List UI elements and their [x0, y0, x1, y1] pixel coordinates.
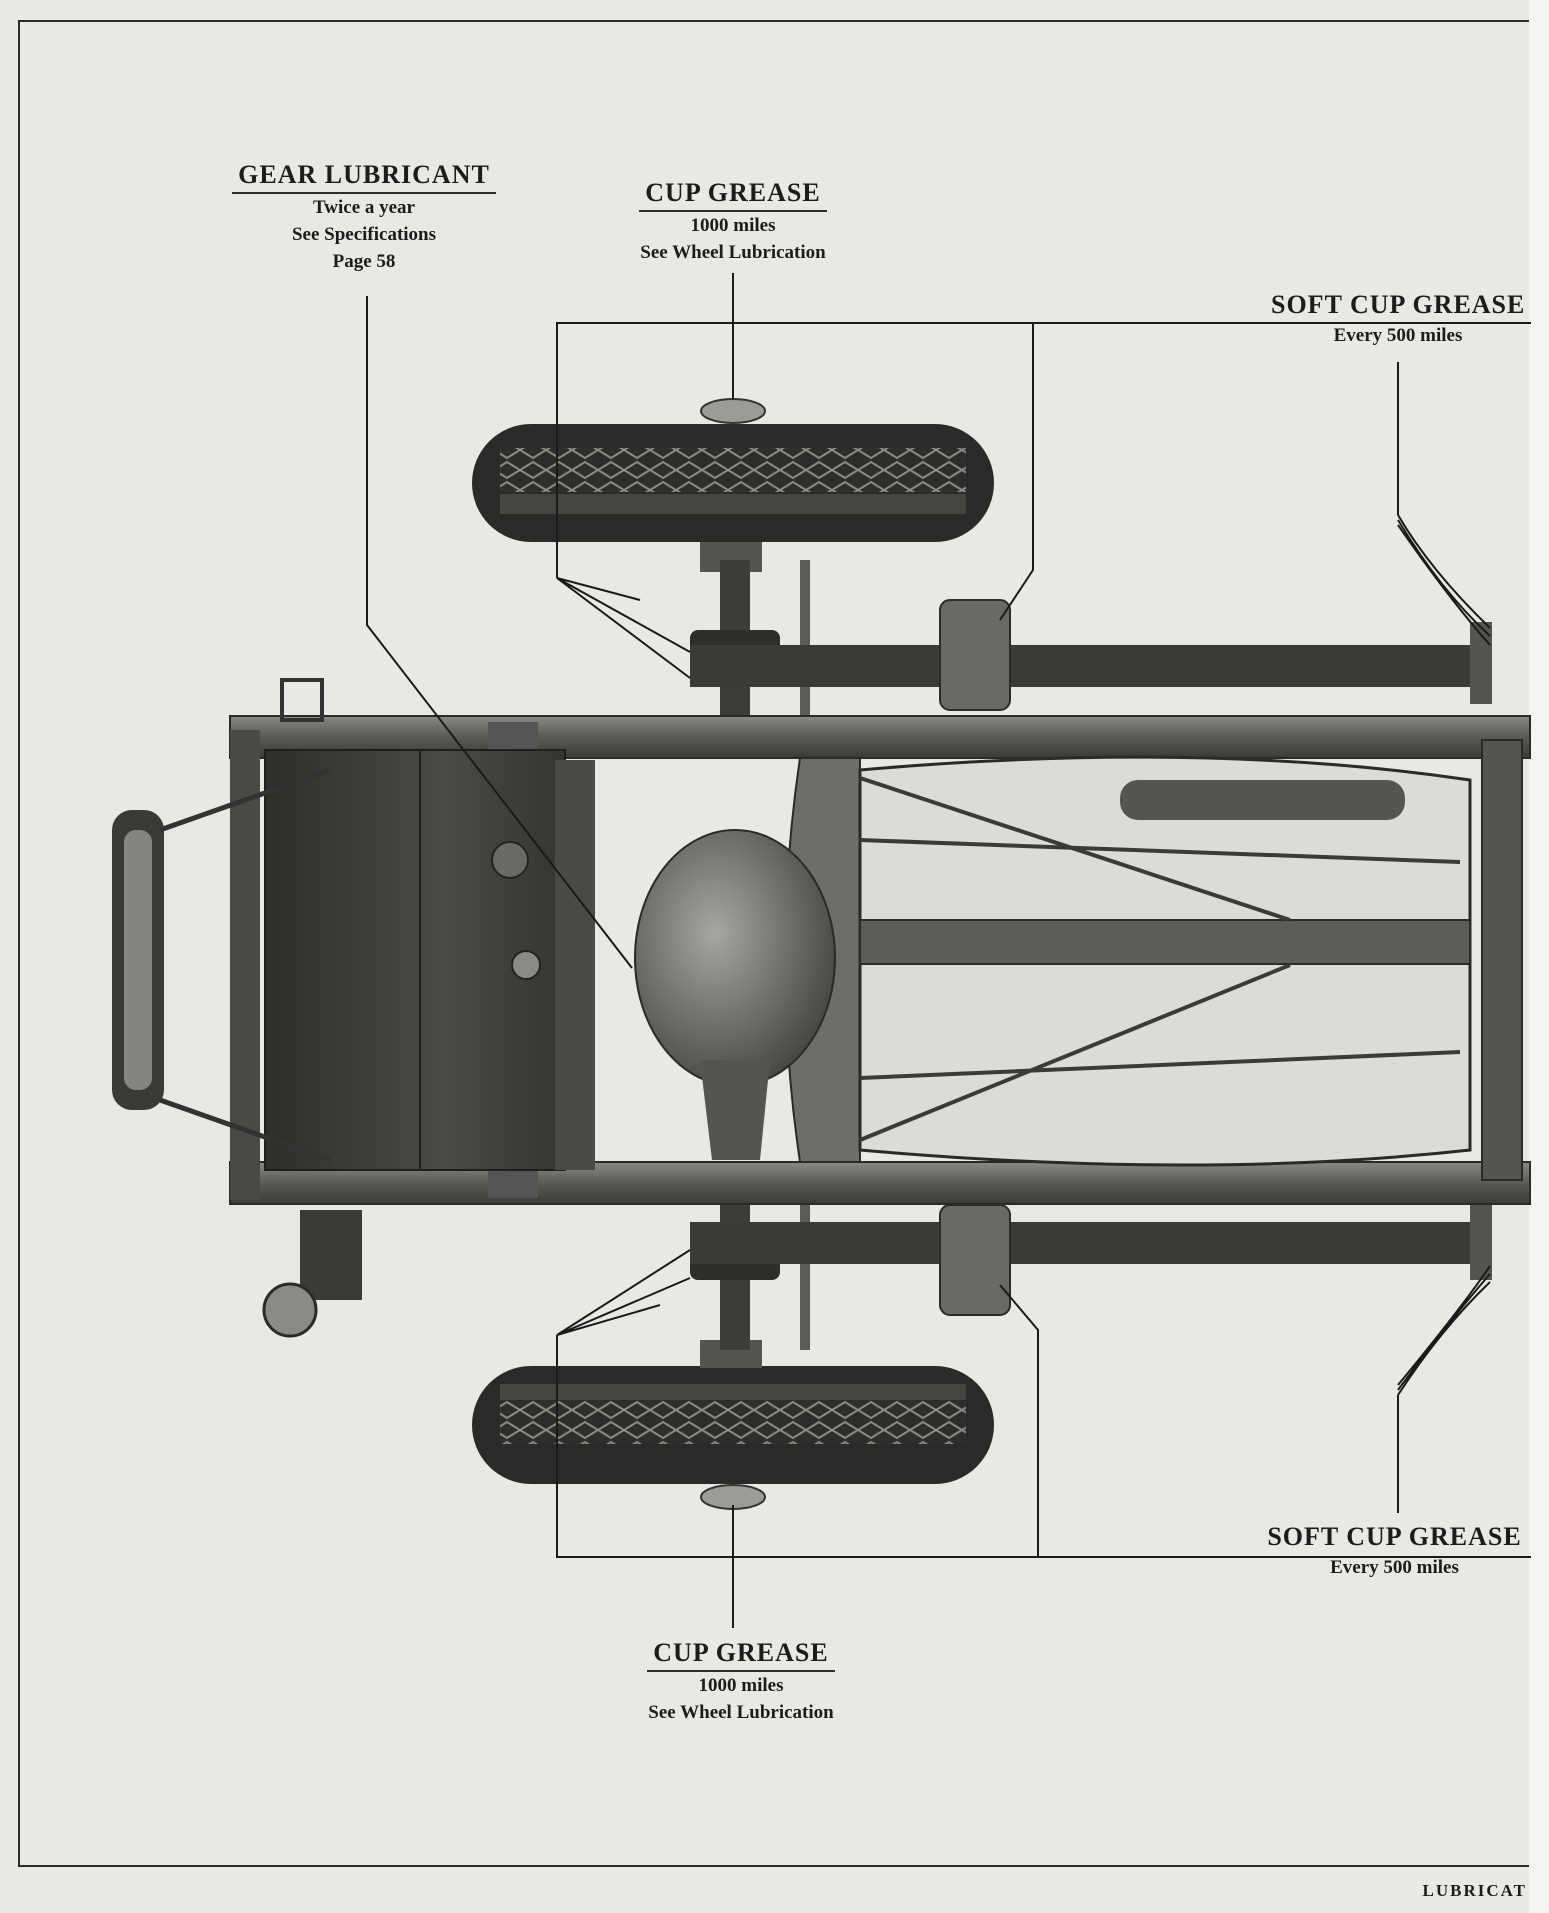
page-edge: [1529, 0, 1549, 1913]
running-footer: LUBRICAT: [1422, 1881, 1527, 1900]
soft-cup-grease-top-interval: Every 500 miles: [1333, 325, 1463, 346]
gear-lubricant-page-ref: Page 58: [332, 251, 396, 272]
soft-cup-grease-bottom-label: SOFT CUP GREASE Every 500 miles: [1258, 1522, 1531, 1581]
cup-grease-top-interval: 1000 miles: [690, 215, 776, 236]
cup-grease-bottom-ref: See Wheel Lubrication: [648, 1702, 834, 1723]
fuel-tank: [264, 749, 595, 1171]
cup-grease-bottom-title: CUP GREASE: [647, 1638, 835, 1672]
gear-lubricant-spec-ref: See Specifications: [291, 224, 437, 245]
bottom-border: [18, 1865, 1533, 1867]
cup-grease-bottom-label: CUP GREASE 1000 miles See Wheel Lubricat…: [616, 1638, 866, 1726]
soft-cup-grease-top-label: SOFT CUP GREASE Every 500 miles: [1265, 290, 1531, 349]
left-border: [18, 20, 20, 1865]
radius-rods: [859, 776, 1461, 1142]
spare-tire-carrier: [112, 678, 362, 1338]
leader-lines: [366, 273, 1531, 1628]
cup-grease-top-ref: See Wheel Lubrication: [640, 242, 826, 263]
soft-cup-grease-top-title: SOFT CUP GREASE: [1271, 290, 1526, 319]
gear-lubricant-label: GEAR LUBRICANT Twice a year See Specific…: [224, 160, 504, 275]
gear-lubricant-title: GEAR LUBRICANT: [232, 160, 496, 194]
cup-grease-top-title: CUP GREASE: [639, 178, 827, 212]
bottom-wheel: [472, 1340, 994, 1510]
soft-cup-grease-bottom-title: SOFT CUP GREASE: [1267, 1522, 1522, 1551]
top-border: [18, 20, 1533, 22]
soft-cup-grease-bottom-interval: Every 500 miles: [1330, 1557, 1459, 1578]
differential: [634, 780, 1471, 1160]
top-wheel: [472, 398, 994, 572]
cup-grease-bottom-interval: 1000 miles: [698, 1675, 784, 1696]
cup-grease-top-label: CUP GREASE 1000 miles See Wheel Lubricat…: [613, 178, 853, 266]
gear-lubricant-frequency: Twice a year: [313, 197, 415, 218]
